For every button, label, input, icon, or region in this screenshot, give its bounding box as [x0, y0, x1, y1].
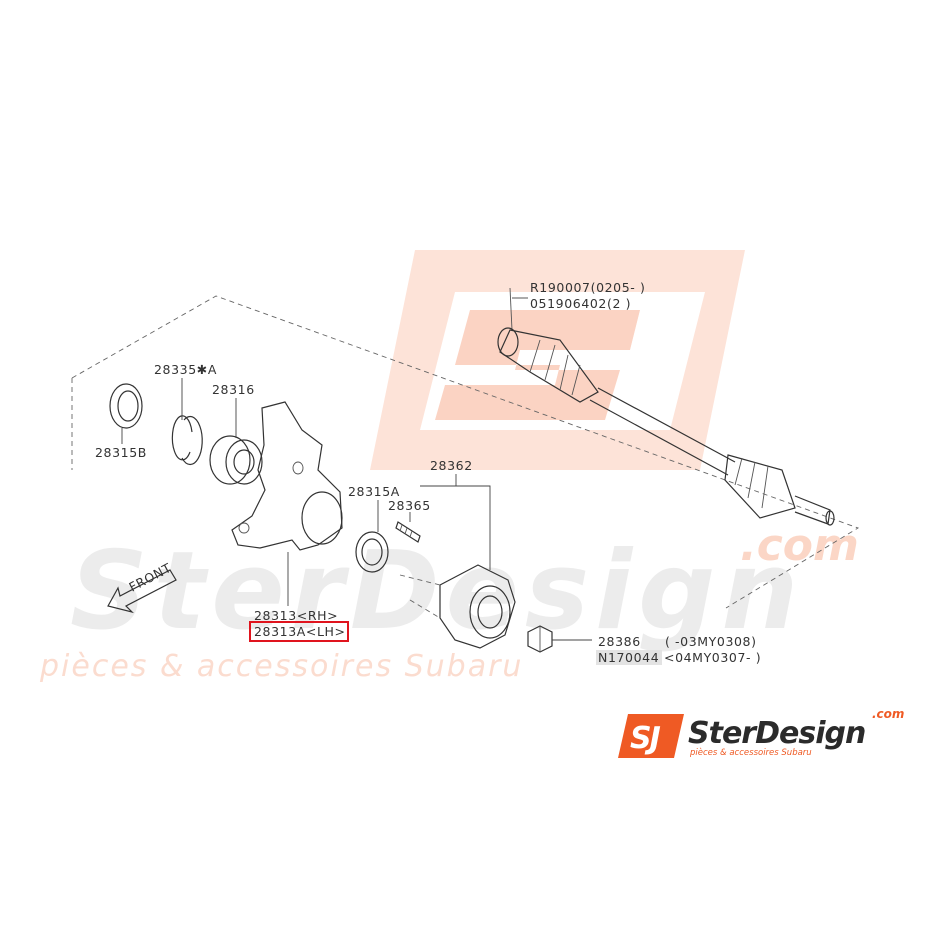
shaft-bar: [589, 387, 736, 476]
shaft-inner-joint: [497, 327, 519, 357]
logo-tagline: pièces & accessoires Subaru: [689, 747, 812, 758]
watermark-sj-mark: [370, 250, 745, 470]
watermark: SterDesign .com pièces & accessoires Sub…: [39, 250, 859, 684]
seal-28315a: [355, 531, 389, 573]
label-28313-rh: 28313<RH>: [254, 608, 338, 623]
logo-name: SterDesign: [688, 716, 865, 751]
hub-28362: [399, 564, 516, 649]
label-r190007: R190007(0205- ): [530, 280, 645, 295]
snap-ring-28335: [171, 415, 203, 466]
outer-boot: [724, 454, 796, 519]
label-28313a-lh: 28313A<LH>: [254, 624, 346, 639]
brand-logo: SJ SterDesign .com pièces & accessoires …: [618, 707, 904, 758]
axle-nut-28386: [527, 625, 553, 653]
watermark-tagline: pièces & accessoires Subaru: [39, 649, 523, 684]
label-28335-a: 28335✱A: [154, 362, 217, 377]
label-28316: 28316: [212, 382, 255, 397]
seal-28315b: [109, 383, 143, 429]
label-28362: 28362: [430, 458, 473, 473]
logo-mark-text: SJ: [630, 721, 661, 756]
shaft-pin: [509, 287, 513, 331]
label-28365: 28365: [388, 498, 431, 513]
hub-bolt-28365: [395, 521, 421, 543]
leader-lines: [121, 297, 592, 641]
assembly-boundary: [71, 295, 860, 609]
label-28315a: 28315A: [348, 484, 400, 499]
outer-boot-ribs: [734, 457, 769, 509]
front-arrow-icon: [107, 569, 177, 614]
label-28386-range: ( -03MY0308): [665, 634, 757, 649]
watermark-sj-s-stroke: [435, 310, 640, 420]
n170044-shade: [596, 650, 662, 665]
label-051906402: 051906402(2 ): [530, 296, 631, 311]
bearing-28316: [209, 435, 263, 485]
watermark-dot-com: .com: [740, 520, 859, 571]
logo-dot-com: .com: [872, 707, 904, 721]
label-n170044-range: <04MY0307- ): [664, 650, 761, 665]
drive-shaft: [497, 287, 835, 526]
shaft-spline: [794, 495, 831, 525]
knuckle-28313: [231, 401, 343, 551]
label-28315b: 28315B: [95, 445, 147, 460]
label-n170044: N170044: [598, 650, 659, 665]
boot-ribs: [529, 339, 581, 396]
watermark-big-text: SterDesign: [70, 529, 804, 654]
logo-mark: [618, 714, 684, 758]
shaft-end: [825, 510, 835, 526]
highlight-box: [249, 621, 349, 642]
inner-boot: [499, 329, 599, 403]
label-28386: 28386: [598, 634, 641, 649]
